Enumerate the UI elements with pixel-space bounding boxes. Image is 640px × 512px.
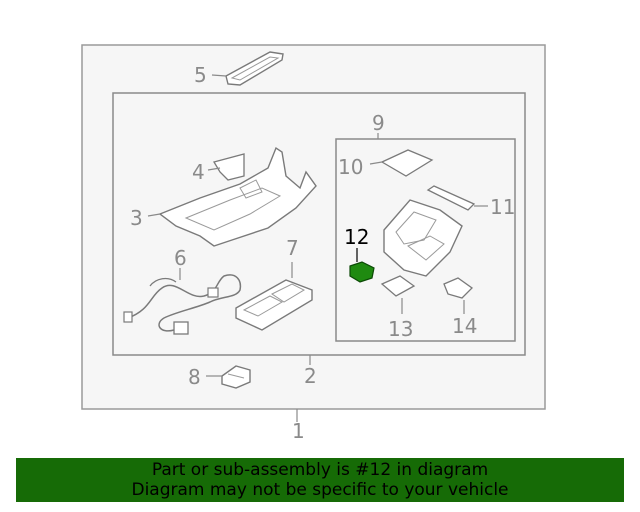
callout-3: 3 — [130, 206, 143, 230]
part-5-armrest-lid[interactable] — [211, 51, 284, 86]
callout-4: 4 — [192, 160, 205, 184]
callout-12: 12 — [344, 225, 369, 249]
callout-10: 10 — [338, 155, 363, 179]
callout-6: 6 — [174, 246, 187, 270]
callout-14: 14 — [452, 314, 477, 338]
callout-8: 8 — [188, 365, 201, 389]
part-4-bracket[interactable] — [207, 153, 245, 181]
part-8-switch[interactable] — [206, 365, 251, 389]
info-banner: Part or sub-assembly is #12 in diagram D… — [16, 458, 624, 502]
part-11-cover-strip[interactable] — [426, 185, 488, 211]
part-10-pad[interactable] — [369, 149, 434, 177]
part-3-console-trim[interactable] — [147, 146, 317, 247]
callout-9: 9 — [372, 111, 385, 135]
callout-13: 13 — [388, 317, 413, 341]
callout-2: 2 — [304, 364, 317, 388]
part-9-console-panel[interactable] — [383, 199, 463, 277]
callout-7: 7 — [286, 236, 299, 260]
callout-5: 5 — [194, 63, 207, 87]
part-14-cap[interactable] — [443, 277, 474, 314]
banner-line-disclaimer: Diagram may not be specific to your vehi… — [131, 480, 509, 500]
part-7-storage-tray[interactable] — [235, 262, 313, 331]
part-13-insert[interactable] — [380, 275, 416, 314]
part-6-wire-harness[interactable] — [123, 268, 242, 335]
callout-1: 1 — [292, 419, 305, 443]
callout-11: 11 — [490, 195, 515, 219]
part-12-highlighted[interactable] — [349, 248, 375, 283]
banner-line-part-info: Part or sub-assembly is #12 in diagram — [151, 460, 489, 480]
